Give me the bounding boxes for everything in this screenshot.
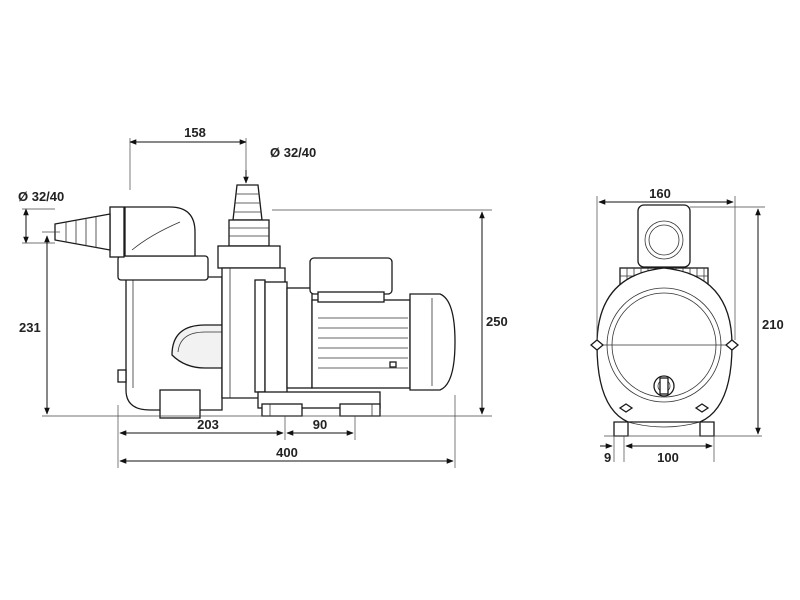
front-feet <box>604 421 762 437</box>
dimension-203: 203 <box>197 417 219 432</box>
pump-volute <box>221 267 288 399</box>
base-feet <box>257 391 381 417</box>
front-view <box>589 204 762 437</box>
dimension-158: 158 <box>184 125 206 140</box>
dimension-90: 90 <box>313 417 327 432</box>
front-dimensions: 160 210 9 100 <box>596 186 784 465</box>
terminal-box <box>309 257 393 303</box>
motor-end-cap <box>409 293 456 391</box>
inlet-diameter-label: Ø 32/40 <box>18 189 64 204</box>
dimension-210: 210 <box>762 317 784 332</box>
motor-body <box>286 287 422 389</box>
dimension-9: 9 <box>604 450 611 465</box>
outlet-hose-tail <box>217 184 281 269</box>
dimension-100: 100 <box>657 450 679 465</box>
strainer-housing <box>117 276 223 419</box>
front-housing <box>589 267 740 423</box>
dimension-231: 231 <box>19 320 41 335</box>
dimension-160: 160 <box>649 186 671 201</box>
front-inlet-tube <box>637 204 691 268</box>
dimension-250: 250 <box>486 314 508 329</box>
outlet-diameter-label: Ø 32/40 <box>270 145 316 160</box>
dimension-400: 400 <box>276 445 298 460</box>
inlet-elbow <box>109 206 196 258</box>
inlet-hose-tail <box>54 213 111 251</box>
strainer-lid-ring <box>117 255 209 281</box>
side-dimensions: 158 Ø 32/40 Ø 32/40 231 250 203 90 400 <box>18 125 508 468</box>
side-view <box>54 184 456 419</box>
